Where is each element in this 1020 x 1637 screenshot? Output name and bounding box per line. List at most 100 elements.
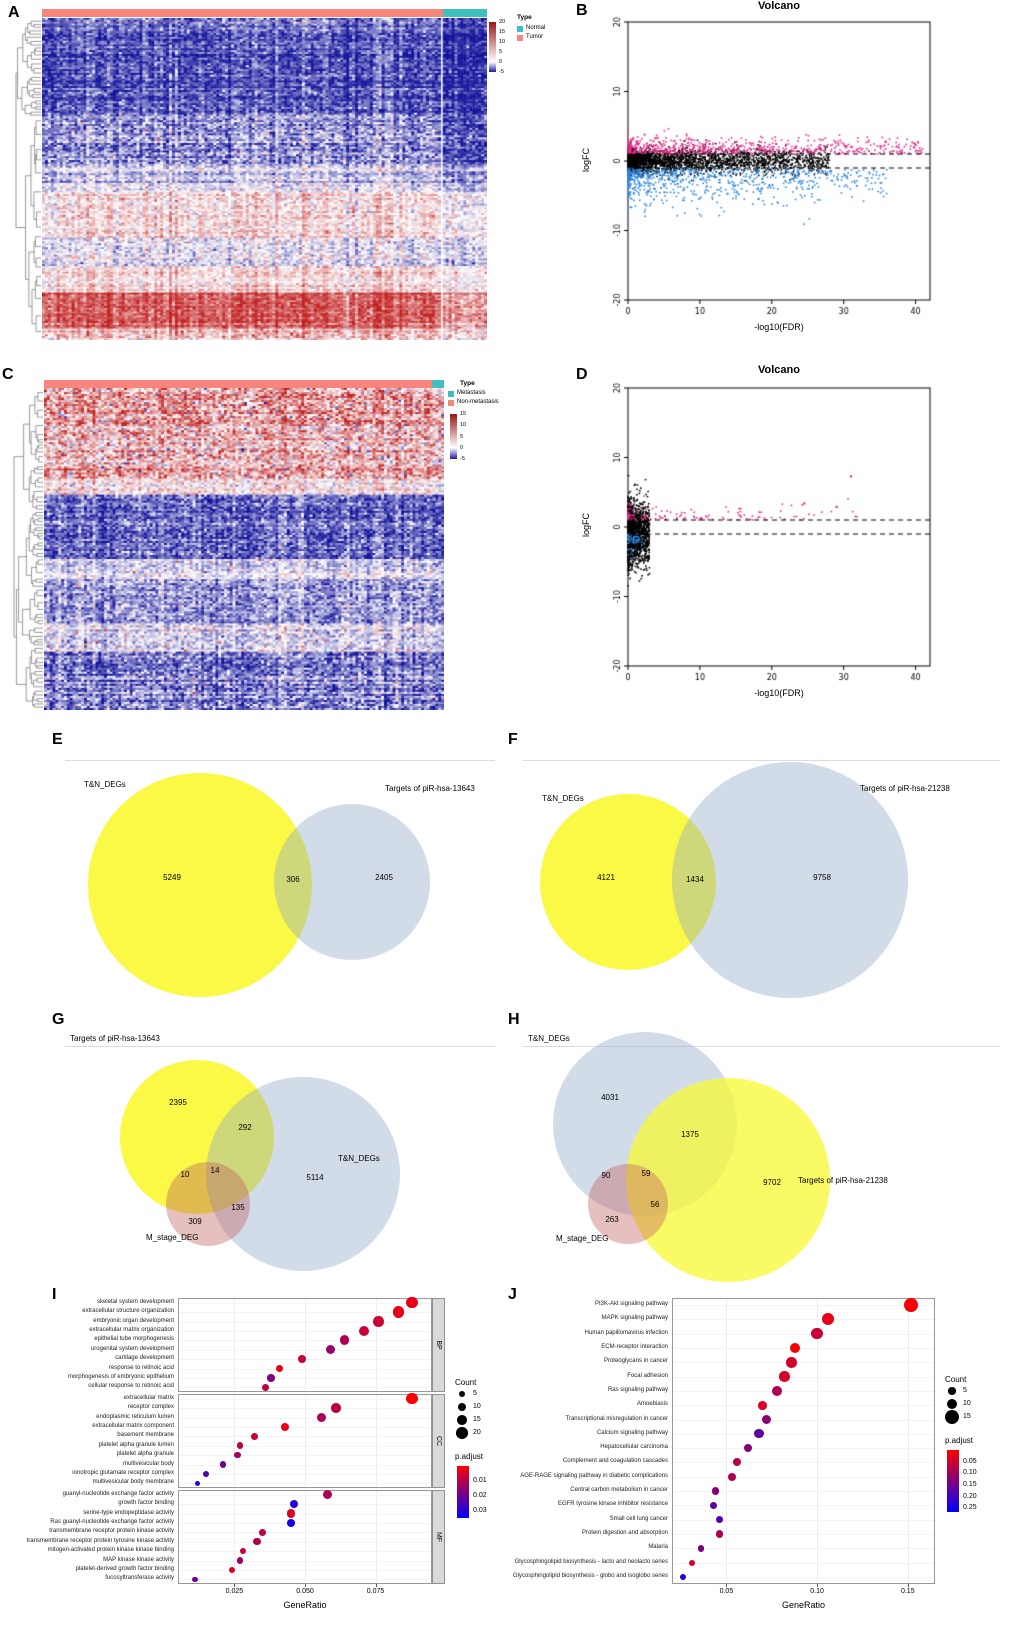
venn-g-set1-label: Targets of piR-hsa-13643 (70, 1034, 160, 1043)
gridline-horizontal (179, 1398, 431, 1400)
legend-swatch-normal (517, 26, 523, 32)
dot (323, 1490, 333, 1500)
category-label: MAPK signaling pathway (601, 1315, 668, 1322)
panel-e-venn (88, 773, 430, 997)
gridline-horizontal (179, 1417, 431, 1419)
padjust-tick-label: 0.25 (963, 1504, 977, 1512)
gridline-vertical (726, 1299, 728, 1583)
gridline-vertical (375, 1395, 377, 1487)
category-label: Amoebiasis (636, 1401, 668, 1408)
gridline-horizontal (179, 1312, 431, 1314)
padjust-gradient (947, 1450, 959, 1512)
gridline-vertical (305, 1395, 306, 1487)
category-label: basement membrane (117, 1432, 174, 1439)
panel-g-venn (120, 1060, 400, 1271)
panel-e-topline (65, 760, 495, 761)
category-label: mitogen-activated protein kinase kinase … (47, 1547, 174, 1554)
panel-c-dendrogram (13, 388, 43, 710)
gridline-horizontal (673, 1533, 934, 1535)
gridline-horizontal (179, 1349, 431, 1351)
padjust-tick-label: 0.10 (963, 1469, 977, 1477)
venn-h-value-set2: 9702 (763, 1178, 781, 1187)
panel-c-annotation-bar (44, 380, 444, 388)
gridline-horizontal (673, 1405, 934, 1407)
dot (325, 1345, 335, 1355)
dot (688, 1559, 695, 1566)
facet-label: MF (435, 1531, 442, 1543)
gridline-horizontal (179, 1473, 431, 1475)
gridline-horizontal (179, 1445, 431, 1447)
venn-g-circle-targets-13643 (120, 1060, 274, 1214)
gridline-horizontal (673, 1419, 934, 1421)
heatmap-c-scale-tick: -5 (460, 456, 465, 462)
gridline-horizontal (673, 1462, 934, 1464)
dot (289, 1500, 298, 1509)
dot (406, 1296, 419, 1309)
dot (281, 1422, 290, 1431)
gridline-vertical (375, 1491, 377, 1583)
gridline-horizontal (179, 1330, 431, 1332)
panel-b-title: Volcano (758, 0, 800, 12)
dot (259, 1528, 267, 1536)
gridline-horizontal (179, 1408, 431, 1410)
category-label: transmembrane receptor protein kinase ac… (49, 1528, 174, 1535)
x-tick-mark (305, 1584, 306, 1587)
heatmap-a-legend-title: Type (517, 14, 532, 21)
padjust-tick-label: 0.02 (473, 1492, 487, 1500)
panel-b-xlabel: -log10(FDR) (754, 322, 804, 332)
heatmap-a-scale-tick: -5 (499, 69, 504, 75)
category-label: fucosyltransferase activity (105, 1575, 174, 1582)
facet-strip (432, 1490, 445, 1584)
venn-g-circle-tn-degs (206, 1077, 400, 1271)
x-tick-mark (234, 1584, 236, 1587)
panel-a-label: A (8, 4, 20, 21)
count-legend-dot (458, 1403, 466, 1411)
dot (239, 1547, 247, 1555)
category-label: Ras signaling pathway (607, 1386, 668, 1393)
x-tick-mark (817, 1584, 819, 1587)
category-label: Calcium signaling pathway (596, 1429, 668, 1436)
venn-g-set3-label: M_stage_DEG (146, 1233, 199, 1242)
category-label: extracellular structure organization (82, 1308, 174, 1315)
panel-d-ylabel: logFC (581, 513, 591, 538)
panel-i-xlabel: GeneRatio (283, 1600, 327, 1610)
padjust-legend-title: p.adjust (945, 1436, 974, 1445)
venn-g-value-set2: 5114 (306, 1173, 324, 1182)
gridline-horizontal (179, 1340, 431, 1342)
gridline-horizontal (673, 1448, 934, 1450)
venn-f-value-set2: 9758 (813, 873, 831, 882)
gridline-horizontal (179, 1551, 431, 1553)
category-label: Complement and coagulation cascades (562, 1458, 668, 1465)
venn-h-value-12: 1375 (681, 1130, 699, 1139)
category-label: cellular response to retinoic acid (88, 1383, 174, 1390)
dot (758, 1400, 767, 1410)
venn-f-circle-targets-21238 (672, 762, 908, 998)
category-label: morphogenesis of embryonic epithelium (67, 1373, 174, 1380)
gridline-horizontal (673, 1376, 934, 1378)
gridline-horizontal (673, 1319, 934, 1321)
x-tick-label: 0.10 (810, 1588, 824, 1595)
x-tick-mark (726, 1584, 728, 1587)
venn-h-value-set3: 263 (605, 1215, 619, 1224)
venn-e-circle-targets-13643 (274, 804, 430, 960)
gridline-horizontal (673, 1576, 934, 1578)
venn-e-value-overlap: 306 (286, 875, 300, 884)
gridline-horizontal (179, 1426, 431, 1428)
venn-h-value-23: 56 (650, 1200, 660, 1209)
category-label: extracellular matrix component (92, 1422, 174, 1429)
gridline-horizontal (673, 1433, 934, 1435)
gridline-vertical (234, 1491, 236, 1583)
dot (253, 1538, 261, 1546)
panel-b-plot (578, 10, 938, 328)
gridline-horizontal (673, 1562, 934, 1564)
panel-a-heatmap (42, 18, 487, 340)
category-label: Glycosphingolipid biosynthesis - globo a… (512, 1572, 668, 1579)
gridline-horizontal (673, 1548, 934, 1550)
gridline-horizontal (179, 1513, 431, 1515)
dot (236, 1442, 244, 1449)
gridline-horizontal (179, 1387, 431, 1389)
gridline-horizontal (179, 1532, 431, 1534)
heatmap-c-scale-tick: 15 (460, 411, 467, 417)
dot (359, 1325, 370, 1336)
padjust-tick-label: 0.15 (963, 1480, 977, 1488)
